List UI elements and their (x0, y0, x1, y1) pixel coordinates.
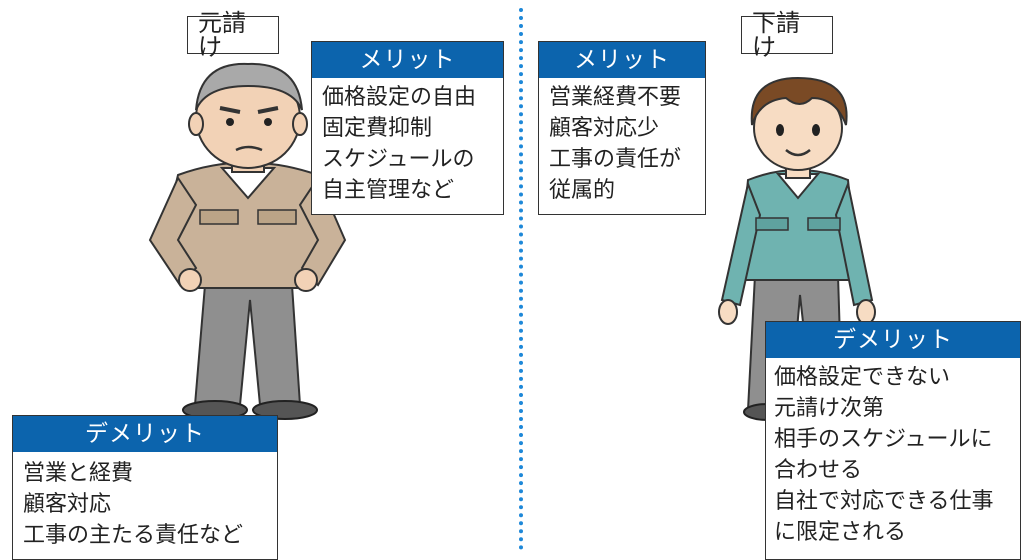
left-role-label: 元請け (187, 11, 279, 59)
left-merit-line: 自主管理など (322, 178, 455, 203)
right-demerit-card: デメリット 価格設定できない 元請け次第 相手のスケジュールに 合わせる 自社で… (765, 321, 1021, 560)
left-demerit-line: 工事の主たる責任など (23, 523, 244, 548)
right-demerit-line: 相手のスケジュールに (774, 427, 993, 452)
right-merit-line: 営業経費不要 (549, 85, 682, 110)
right-demerit-line: に限定される (774, 520, 907, 545)
left-merit-card: メリット 価格設定の自由 固定費抑制 スケジュールの 自主管理など (311, 41, 504, 215)
right-demerit-header: デメリット (766, 322, 1020, 358)
right-demerit-line: 元請け次第 (774, 396, 885, 421)
right-merit-line: 従属的 (549, 178, 616, 203)
left-merit-line: 固定費抑制 (322, 116, 433, 141)
right-merit-line: 顧客対応少 (549, 116, 660, 141)
left-role-text: 元請け (198, 9, 246, 61)
left-demerit-card: デメリット 営業と経費 顧客対応 工事の主たる責任など (12, 415, 278, 560)
left-demerit-line: 顧客対応 (23, 492, 112, 517)
right-demerit-line: 自社で対応できる仕事 (774, 489, 994, 514)
center-divider (519, 8, 523, 550)
left-demerit-header: デメリット (13, 416, 277, 452)
right-demerit-line: 合わせる (774, 458, 863, 483)
left-merit-header: メリット (312, 42, 503, 78)
left-demerit-line: 営業と経費 (23, 461, 134, 486)
right-merit-card: メリット 営業経費不要 顧客対応少 工事の責任が 従属的 (538, 41, 706, 215)
right-role-label: 下請け (741, 11, 833, 59)
right-demerit-line: 価格設定できない (774, 365, 951, 390)
left-merit-line: スケジュールの (322, 147, 475, 172)
right-merit-header: メリット (539, 42, 705, 78)
right-merit-line: 工事の責任が (549, 147, 682, 172)
left-merit-line: 価格設定の自由 (322, 85, 477, 110)
right-role-text: 下請け (752, 9, 800, 61)
